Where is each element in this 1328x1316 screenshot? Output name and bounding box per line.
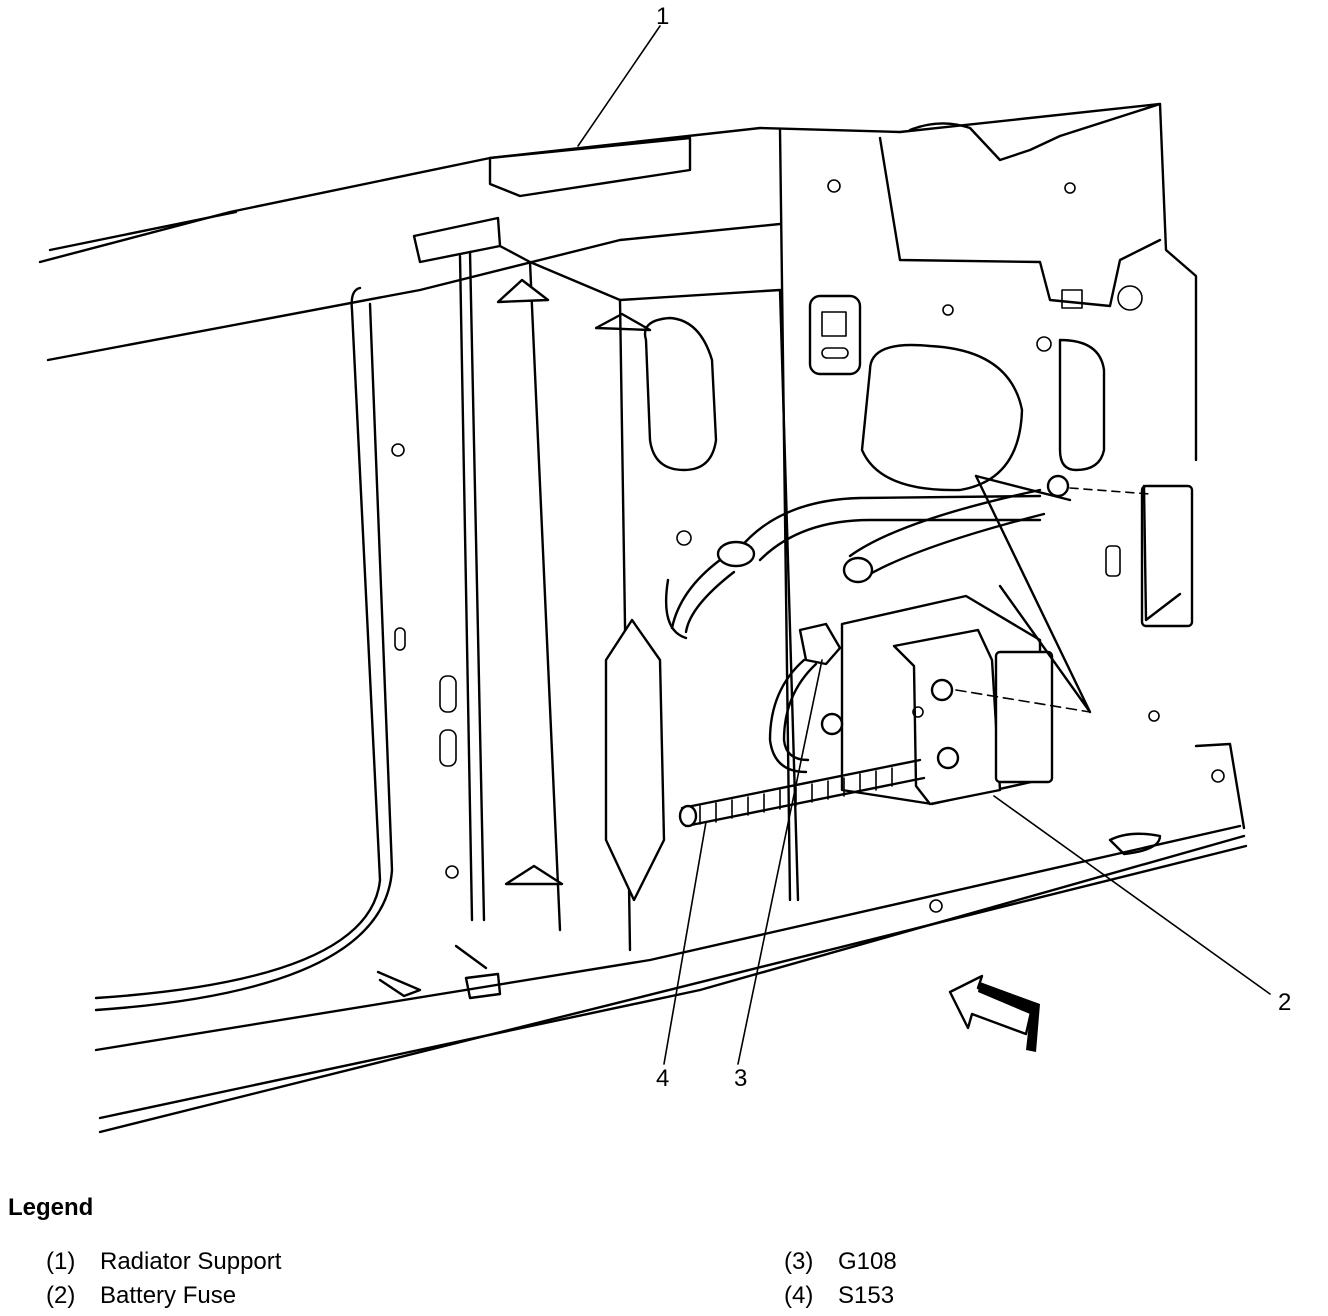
legend-item-1: (1) Radiator Support <box>46 1248 281 1276</box>
battery-cable-harness <box>664 474 1151 828</box>
radiator-support-diagram: 1 2 3 4 <box>38 3 1291 1134</box>
callout-4: 4 <box>656 1065 669 1092</box>
legend-title: Legend <box>8 1194 94 1221</box>
inner-panel <box>528 260 800 952</box>
callout-3: 3 <box>734 1065 747 1092</box>
legend-item-2-label: Battery Fuse <box>100 1282 237 1309</box>
legend-item-1-num: (1) <box>46 1248 76 1275</box>
view-direction-arrow-icon <box>948 974 1040 1052</box>
legend-item-4-label: S153 <box>838 1282 895 1309</box>
legend-item-4-num: (4) <box>784 1282 814 1309</box>
radiator-support-bottom-rail <box>94 824 1248 1134</box>
radiator-support-top-rail <box>38 102 1162 362</box>
vertical-post <box>412 216 652 932</box>
legend-item-2: (2) Battery Fuse <box>46 1282 236 1310</box>
right-panel <box>778 102 1246 913</box>
legend-item-2-num: (2) <box>46 1282 76 1309</box>
left-frame-opening <box>94 286 459 1012</box>
location-pointer <box>974 474 1092 714</box>
legend-item-3-label: G108 <box>838 1248 897 1275</box>
legend-item-4: (4) S153 <box>784 1282 894 1310</box>
callout-leaders <box>577 25 1271 1065</box>
callout-2: 2 <box>1278 989 1291 1016</box>
legend-item-1-label: Radiator Support <box>100 1248 282 1275</box>
legend-item-3-num: (3) <box>784 1248 814 1275</box>
legend-item-3: (3) G108 <box>784 1248 897 1276</box>
callout-1: 1 <box>656 3 669 30</box>
